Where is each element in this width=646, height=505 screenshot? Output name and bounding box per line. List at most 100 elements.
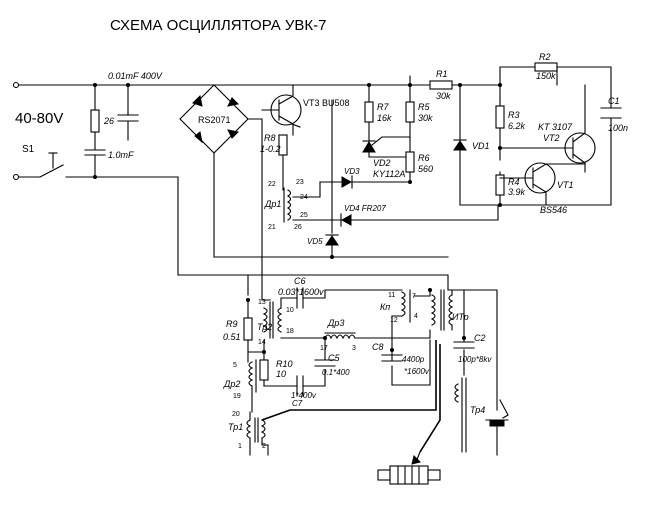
c6-wire [302,289,403,299]
c5-value: 0.1*400 [322,368,350,377]
pin-17: 17 [320,345,328,352]
pin-26: 26 [294,224,302,231]
pin-4: 4 [414,313,418,320]
r10-label: R10 [276,359,293,369]
junction-dot [498,146,502,150]
dr1-coil [286,189,292,221]
c6-value: 0.03*1600v [278,287,324,297]
r7-label: R7 [377,102,389,112]
junction-dot [126,83,130,87]
junction-dot [390,348,394,352]
vd3-diode [341,176,353,188]
junction-dot [323,336,327,340]
pin-19: 19 [233,393,241,400]
r4-value: 3.9k [508,187,526,197]
dr2-label: Др2 [223,379,240,389]
r2-label: R2 [539,52,551,62]
pin-10: 10 [286,307,294,314]
c7-c5-wire [263,337,326,387]
tr4-label: Тр4 [470,405,485,415]
bottom-input-wire [18,176,449,291]
dr1-taps-wire [292,181,343,221]
r9-value: 0.51 [223,332,241,342]
itr-label: ИТр [452,312,469,322]
bridge-rectifier [179,84,249,154]
pin-12: 12 [390,317,398,324]
junction-dot [498,83,502,87]
pin-20: 20 [232,411,240,418]
bridge-negative-wire [213,152,449,258]
junction-dot [93,83,97,87]
bs546-label: BS546 [540,205,567,215]
r1-right-wire [451,66,612,141]
c-input-label: 0.01mF 400V [108,71,163,81]
junction-dot [498,203,502,207]
vt2-leads [499,119,586,173]
c1-label: C1 [608,96,620,106]
dr1-label: Др1 [264,199,281,209]
resistor-r5 [405,101,415,123]
vt3-label: VT3 BU508 [303,98,350,108]
resistor-r6 [405,151,415,173]
junction-dot [458,83,462,87]
resistor-r7 [364,101,374,123]
resistor-r2 [534,62,558,72]
c1-value: 100n [608,123,628,133]
vd2-label: VD2 [373,158,391,168]
junction-dot [408,180,412,184]
kp-label: Кп [380,302,390,312]
resistor-r1 [429,80,453,90]
dr3-label: Др3 [327,318,344,328]
vd4-label: VD4 FR207 [344,204,386,213]
dr3-coil [324,334,356,340]
c7-label: C7 [292,399,303,408]
vd3-label: VD3 [344,167,360,176]
dr2-coil [248,359,257,393]
input-terminal-bottom [12,173,20,181]
tr4-bar [489,419,505,427]
c7-value: 1*400v [291,391,317,400]
arrow-head [411,455,421,465]
r3-value: 6.2k [508,121,526,131]
c6-label: C6 [294,276,306,286]
r10-value: 10 [276,369,286,379]
tr2-label: Тр2 [257,322,272,332]
tr4-arrow [499,399,509,419]
tr1-transformer [246,417,266,443]
vd1-bottom-wire [459,117,612,206]
vd1-label: VD1 [472,141,490,151]
tr1-label: Тр1 [228,422,243,432]
pin-2: 2 [262,443,266,450]
c2-value: 100p*8kv [458,355,492,364]
junction-dot [428,288,432,292]
r1-value: 30k [436,91,451,101]
r2-down-wire [556,66,586,121]
r6-label: R6 [418,153,430,163]
resistor-26 [90,109,100,133]
c8-value-2: *1600v [404,367,430,376]
c8-label: C8 [372,342,384,352]
pin-5: 5 [233,362,237,369]
vd2-wire [368,136,411,158]
dr3-wire [354,329,431,339]
junction-dot [462,336,466,340]
pin-1: 1 [238,443,242,450]
vt3-leads [261,84,301,136]
s1-switch[interactable] [39,152,64,178]
itr-output-wire [290,340,441,453]
tr2-secondary-wire [280,297,326,339]
vd4-wire [351,204,499,221]
r3-label: R3 [508,110,520,120]
tr1-wire [249,411,269,456]
junction-dot [330,255,334,259]
discharge-lamp [377,465,441,485]
c2-label: C2 [474,333,486,343]
supply-voltage-label: 40-80V [15,110,63,127]
r1-label: R1 [436,69,448,79]
schematic-title: СХЕМА ОСЦИЛЛЯТОРА УВК-7 [110,17,327,34]
vd5-label: VD5 [307,237,323,246]
r2-value: 150k [536,71,556,81]
junction-dot [262,350,266,354]
